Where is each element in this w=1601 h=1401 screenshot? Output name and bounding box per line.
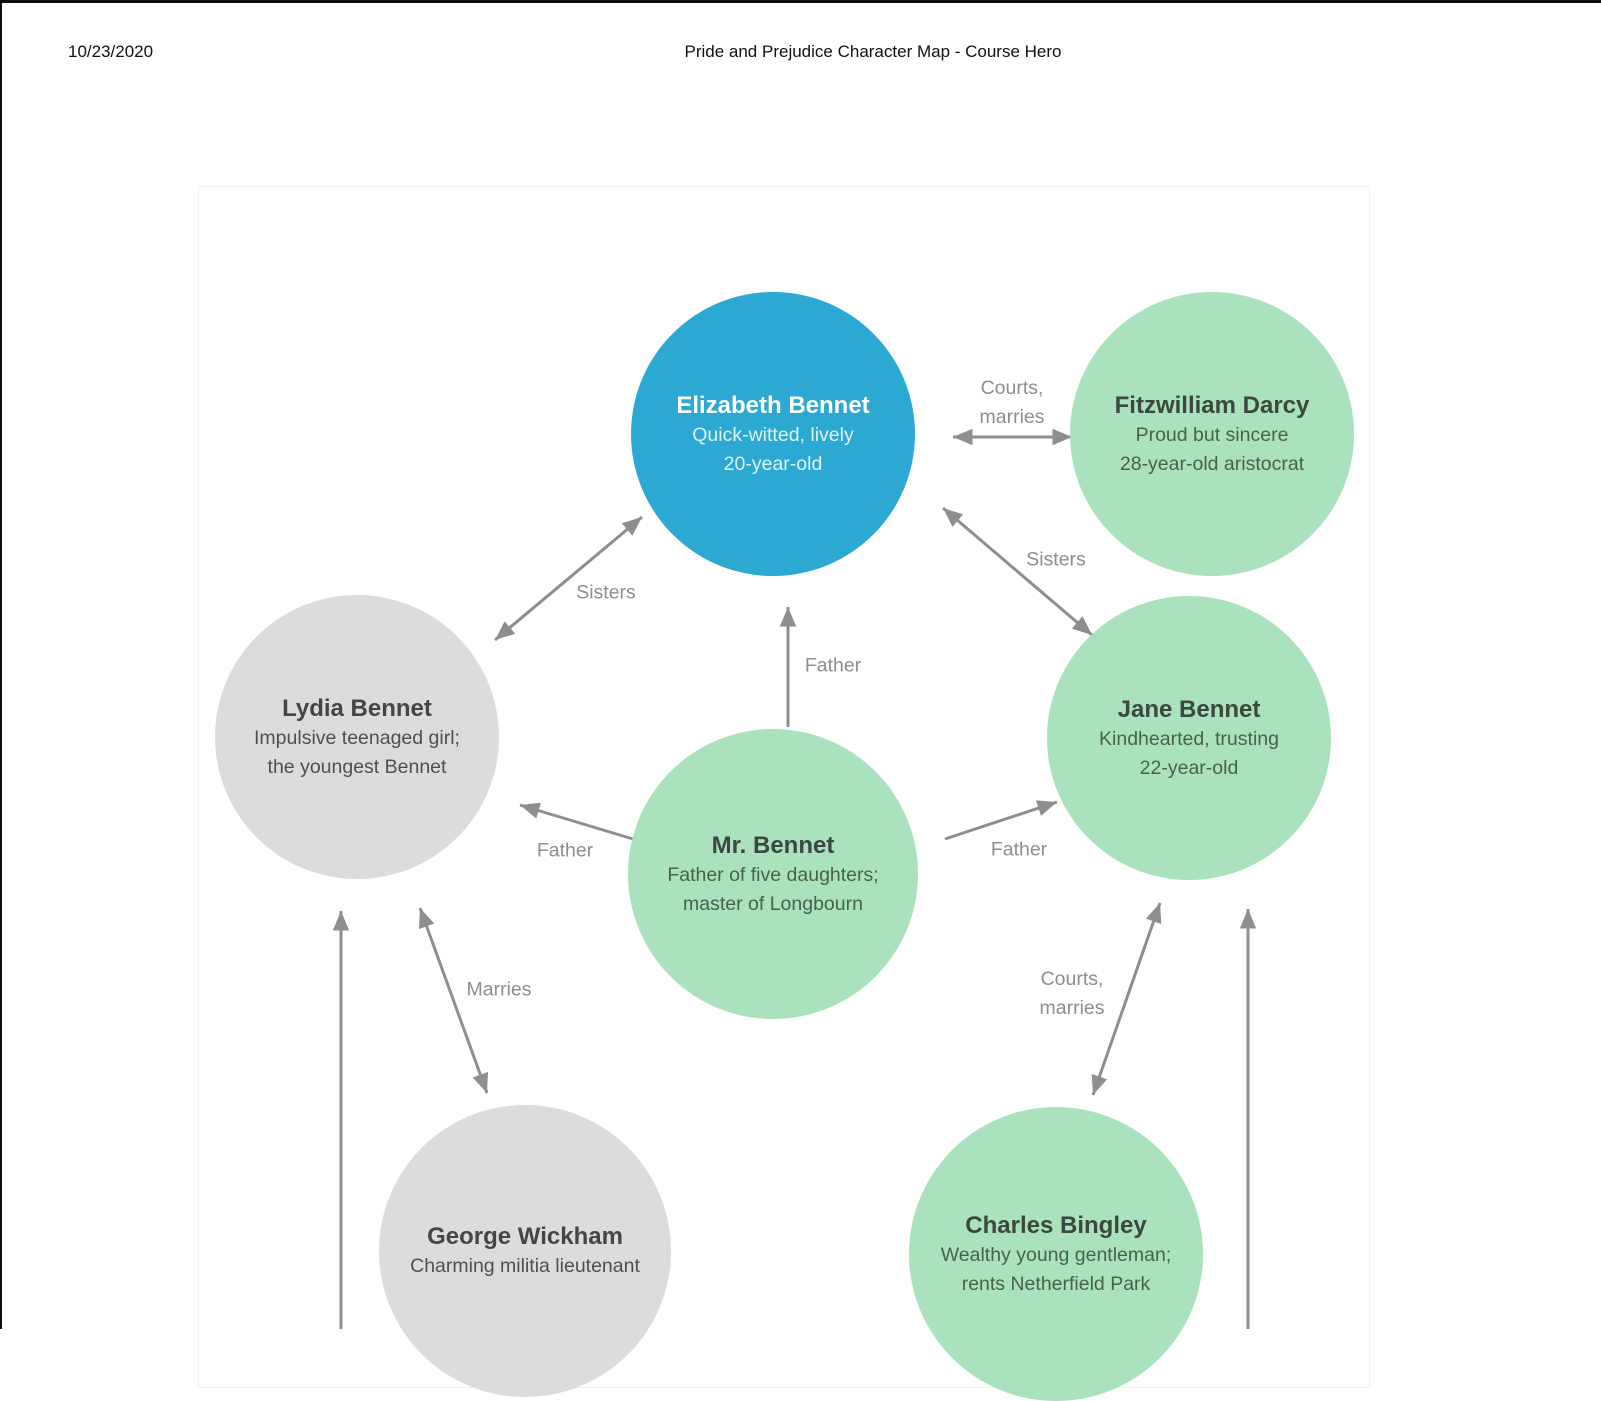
character-node-george-wickham: George Wickham Charming militia lieutena… (379, 1105, 671, 1397)
relationship-label-line: Sisters (1026, 548, 1086, 571)
relationship-label-line: Sisters (576, 581, 636, 604)
character-desc: Quick-witted, lively (692, 423, 854, 446)
character-node-mr-bennet: Mr. Bennet Father of five daughters; mas… (628, 729, 918, 1019)
page-edge-left (0, 0, 2, 1329)
character-desc: 20-year-old (723, 452, 823, 475)
relationship-arrows (332, 428, 1257, 1329)
relationship-label-line: Courts, (1040, 968, 1104, 990)
character-name: Jane Bennet (1117, 695, 1261, 723)
relationship-label-line: Courts, (980, 377, 1044, 399)
character-node-elizabeth-bennet: Elizabeth Bennet Quick-witted, lively 20… (631, 292, 915, 576)
character-name: Elizabeth Bennet (676, 391, 870, 419)
relationship-label-bennet-jane: Father (991, 836, 1047, 865)
character-desc: Impulsive teenaged girl; (254, 726, 460, 749)
page-edge-top (0, 0, 1601, 3)
character-desc: the youngest Bennet (267, 755, 447, 778)
arrow-bennet-lydia (519, 802, 634, 841)
relationship-label-bennet-elizabeth: Father (805, 652, 861, 681)
character-node-jane-bennet: Jane Bennet Kindhearted, trusting 22-yea… (1047, 596, 1331, 880)
character-node-lydia-bennet: Lydia Bennet Impulsive teenaged girl; th… (215, 595, 499, 879)
arrow-elizabeth-lydia (494, 515, 643, 642)
relationship-label-bennet-lydia: Father (537, 837, 593, 866)
print-header-date: 10/23/2020 (68, 42, 154, 61)
relationship-label-elizabeth-darcy: Courts, marries (979, 374, 1044, 432)
character-name: Mr. Bennet (711, 831, 835, 859)
character-desc: 28-year-old aristocrat (1119, 452, 1305, 475)
character-desc: Wealthy young gentleman; (940, 1243, 1172, 1266)
print-header-title: Pride and Prejudice Character Map - Cour… (684, 42, 1062, 61)
relationship-label-line: Father (536, 839, 594, 862)
arrow-elizabeth-jane (942, 506, 1093, 637)
relationship-label-line: Marries (466, 978, 532, 1001)
relationship-label-line: Father (990, 838, 1048, 861)
character-name: George Wickham (427, 1223, 623, 1250)
character-name: Fitzwilliam Darcy (1114, 391, 1310, 419)
character-desc: Kindhearted, trusting (1099, 727, 1279, 750)
character-name: Charles Bingley (965, 1211, 1147, 1239)
character-node-fitzwilliam-darcy: Fitzwilliam Darcy Proud but sincere 28-y… (1070, 292, 1354, 576)
relationship-label-elizabeth-lydia: Sisters (576, 579, 636, 608)
relationship-label-line: marries (1039, 997, 1105, 1019)
character-node-charles-bingley: Charles Bingley Wealthy young gentleman;… (909, 1107, 1203, 1401)
character-desc: master of Longbourn (683, 892, 863, 915)
arrow-bennet-jane (944, 800, 1058, 841)
relationship-label-lydia-wickham: Marries (466, 976, 531, 1005)
character-name: Lydia Bennet (282, 694, 432, 722)
relationship-label-elizabeth-jane: Sisters (1026, 546, 1086, 575)
character-desc: rents Netherfield Park (961, 1272, 1151, 1295)
relationship-label-jane-bingley: Courts, marries (1039, 965, 1104, 1023)
relationship-label-line: Father (804, 654, 862, 677)
relationship-label-line: marries (979, 406, 1045, 428)
character-desc: Proud but sincere (1135, 423, 1289, 446)
character-desc: Father of five daughters; (667, 863, 879, 886)
arrow-lydia-wickham (418, 907, 489, 1094)
character-desc: Charming militia lieutenant (410, 1255, 640, 1277)
character-desc: 22-year-old (1139, 756, 1239, 779)
arrow-jane-bingley (1091, 902, 1162, 1096)
